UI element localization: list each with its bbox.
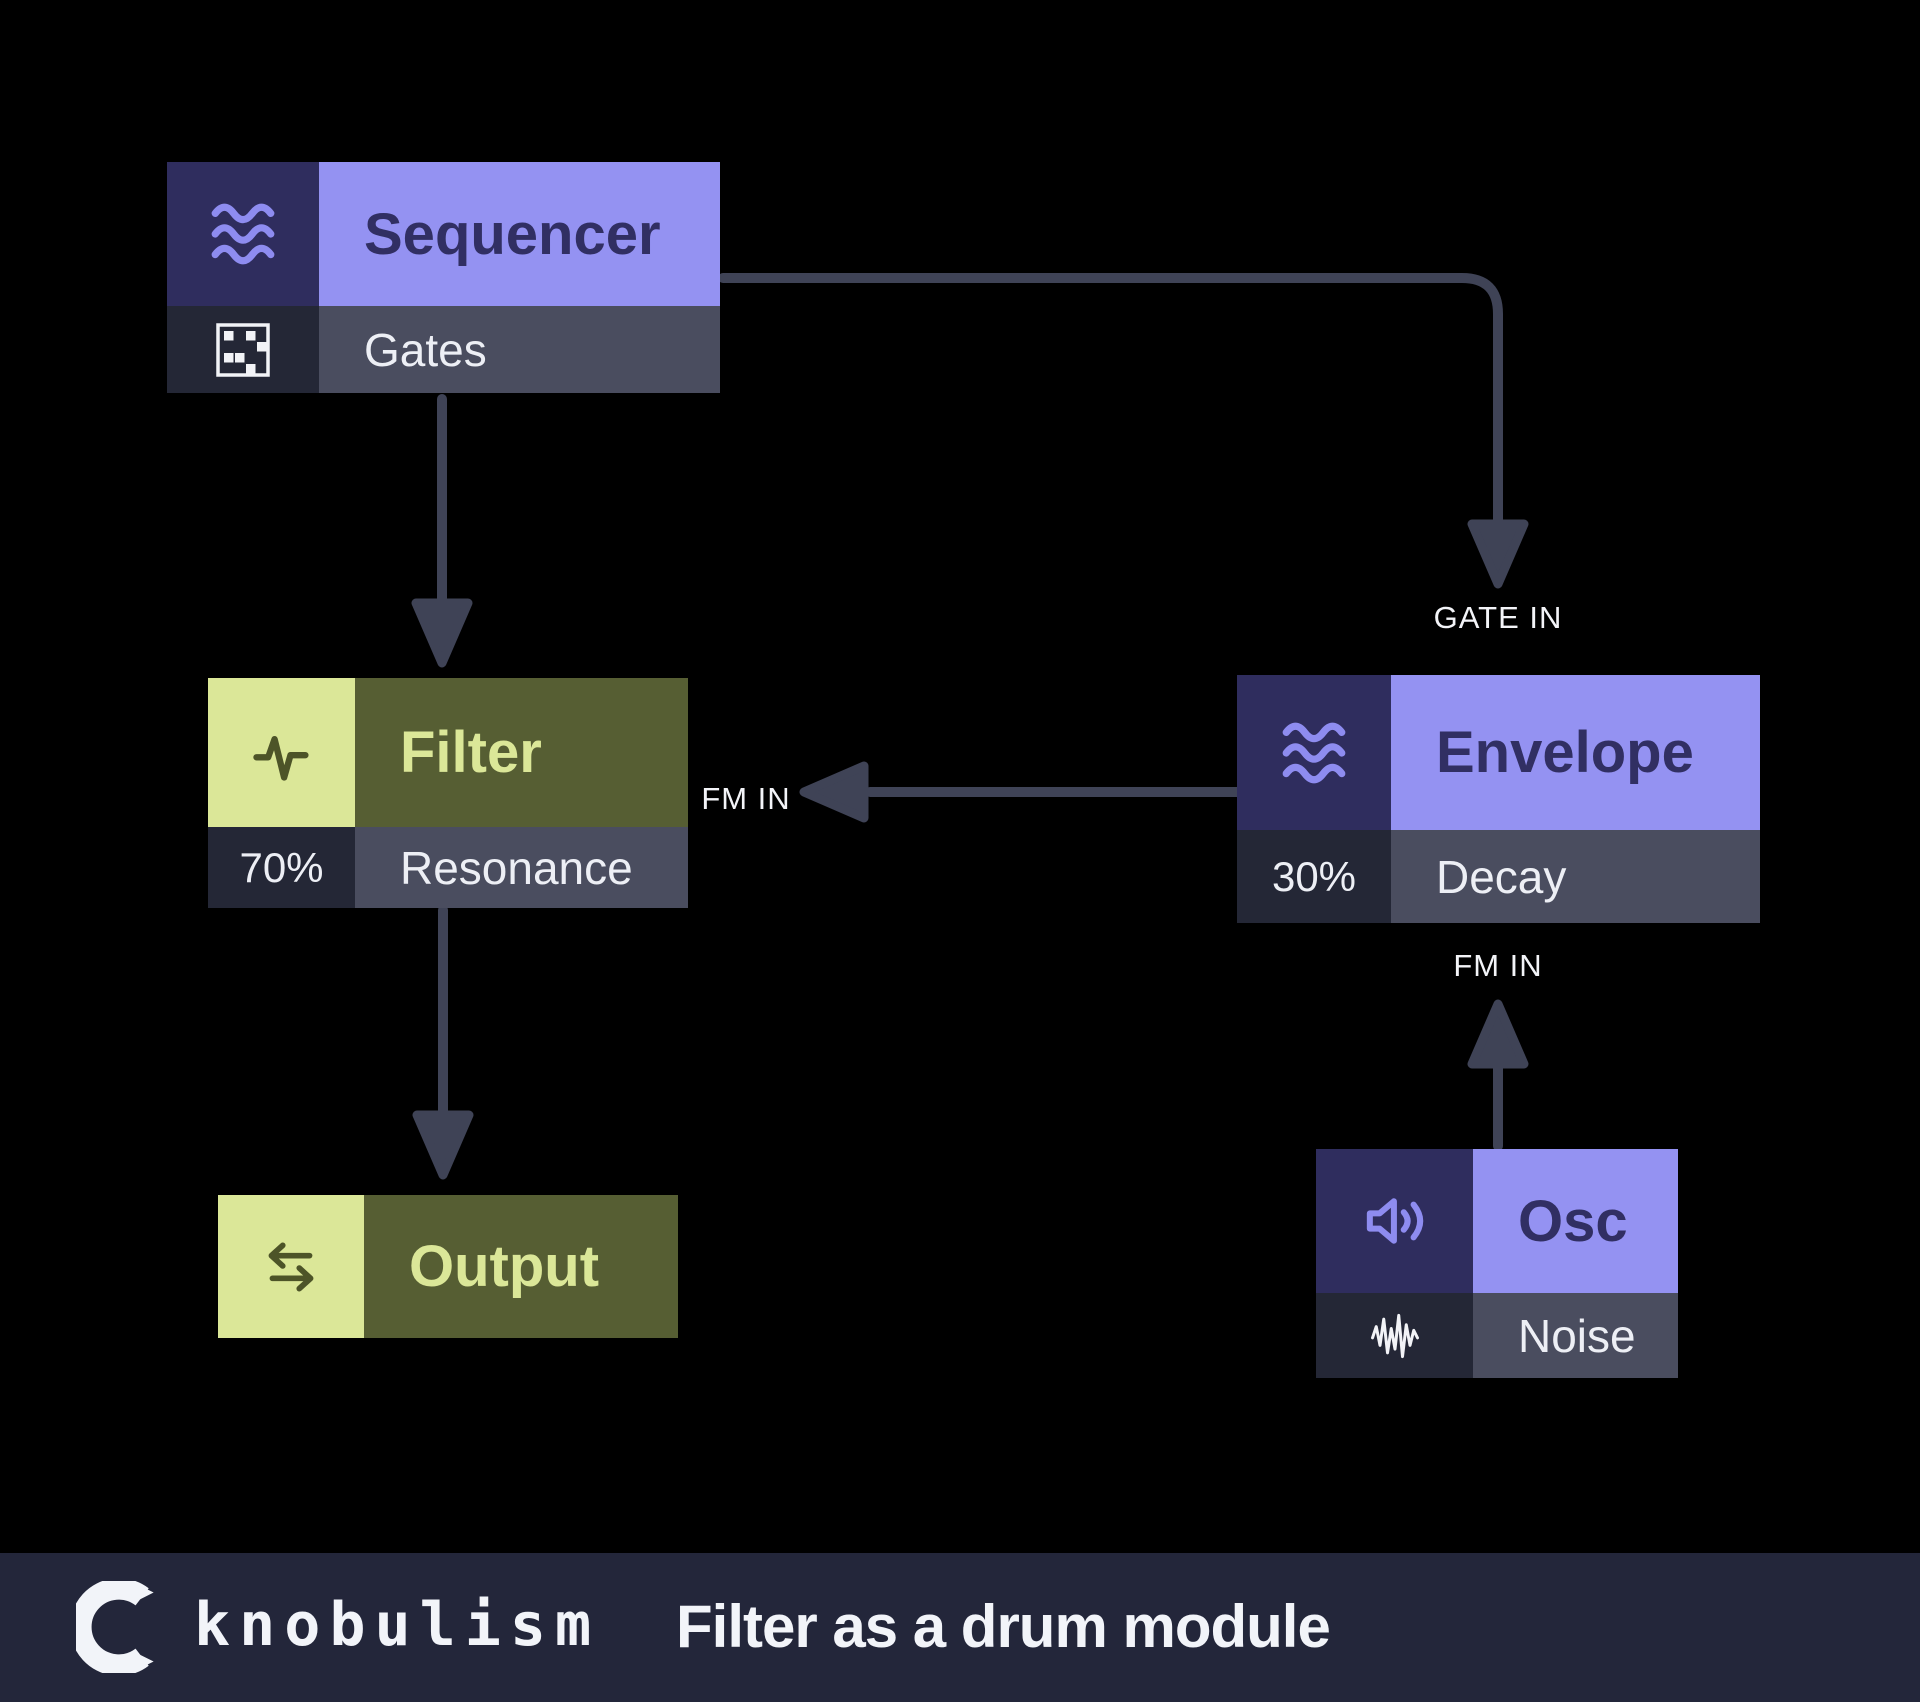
osc-sub-icon-cell [1316,1293,1473,1378]
output-title: Output [409,1234,600,1299]
envelope-param-value: 30% [1271,852,1357,900]
filter-icon-cell [208,678,355,827]
filter-title: Filter [400,720,542,785]
knobulism-logo-icon [76,1581,154,1673]
filter-param-value: 70% [239,843,324,891]
arrowhead-gate-in [1467,519,1529,589]
filter-param-label: Resonance [400,841,633,894]
filter-param-value-cell: 70% [208,827,355,908]
sequencer-node: Sequencer Gates [167,162,720,393]
arrowhead-filter-in [411,598,473,668]
arrowhead-filter-fm-in [799,761,869,823]
waves-icon [1282,722,1346,783]
transfer-arrows-icon [268,1242,314,1291]
speaker-icon [1366,1198,1423,1244]
noise-waveform-icon [1370,1313,1419,1358]
osc-icon-cell [1316,1149,1473,1293]
sequencer-icon-cell [167,162,319,306]
envelope-param-value-cell: 30% [1237,830,1391,923]
envelope-title: Envelope [1436,720,1694,785]
gate-pattern-icon [216,322,270,377]
waves-icon [211,203,275,265]
footer-bar: knobulism Filter as a drum module [0,1553,1920,1702]
diagram-caption: Filter as a drum module [676,1592,1331,1660]
envelope-icon-cell [1237,675,1391,830]
envelope-fm-in-label: FM IN [1453,948,1543,983]
output-node: Output [218,1195,678,1338]
osc-node: Osc Noise [1316,1149,1678,1378]
pulse-icon [252,735,309,781]
gate-in-label: GATE IN [1433,600,1563,635]
envelope-param-label: Decay [1436,850,1567,903]
arrow-sequencer-to-envelope [718,273,1503,528]
osc-output-label: Noise [1518,1309,1636,1362]
filter-fm-in-label: FM IN [701,781,791,816]
output-icon-cell [218,1195,364,1338]
envelope-node: Envelope 30% Decay [1237,675,1760,923]
filter-node: Filter 70% Resonance [208,678,688,908]
osc-title: Osc [1518,1188,1628,1254]
sequencer-title: Sequencer [364,201,661,267]
arrowhead-output-in [412,1110,474,1180]
sequencer-sub-icon-cell [167,306,319,393]
brand-name: knobulism [194,1589,601,1660]
sequencer-output-label: Gates [364,323,487,376]
arrowhead-envelope-fm-in [1467,999,1529,1069]
